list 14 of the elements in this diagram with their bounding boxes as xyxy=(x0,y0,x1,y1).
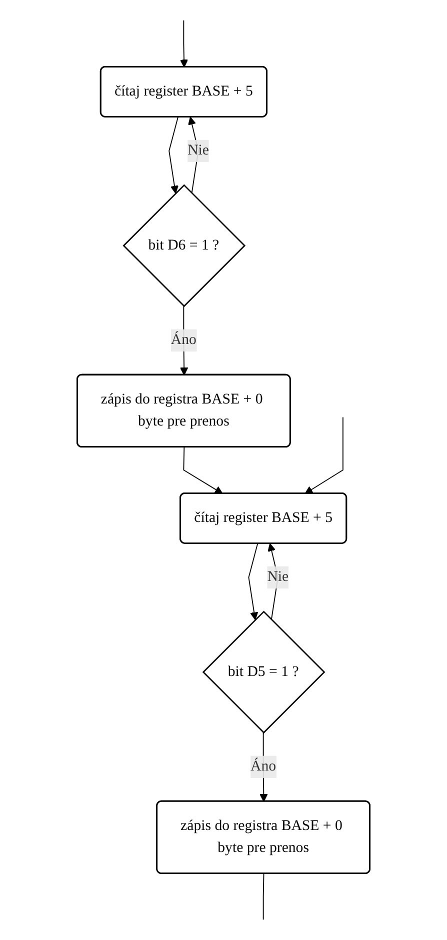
node-diamond: bit D6 = 1 ? xyxy=(122,184,246,308)
arrow xyxy=(188,116,199,194)
arrow xyxy=(248,543,258,620)
edge-label: Nie xyxy=(267,569,289,585)
arrow xyxy=(180,20,188,68)
edge-label: Áno xyxy=(250,758,276,774)
arrow xyxy=(304,416,344,494)
arrow xyxy=(168,116,178,194)
edge-label: Nie xyxy=(188,142,209,158)
edge-label: Áno xyxy=(170,332,196,348)
arrow xyxy=(268,543,278,620)
node-diamond: bit D5 = 1 ? xyxy=(202,610,326,734)
arrow xyxy=(183,446,223,494)
connector xyxy=(262,873,264,920)
